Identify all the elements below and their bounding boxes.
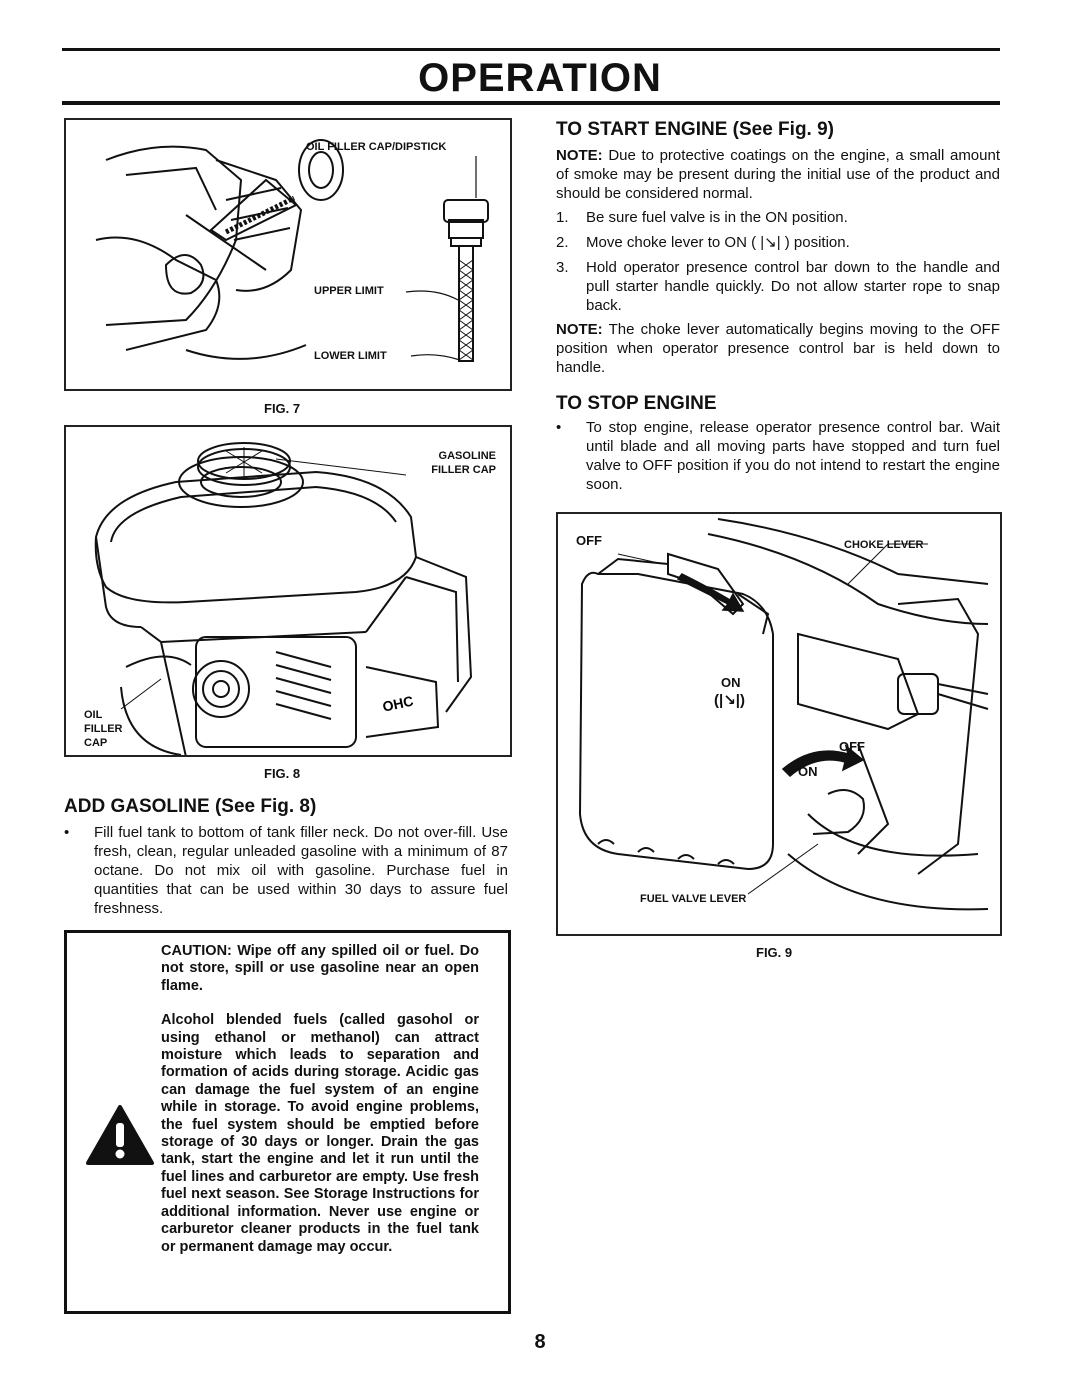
- add-gasoline-text: Fill fuel tank to bottom of tank filler …: [94, 824, 508, 917]
- callout-choke-on: ON: [721, 675, 741, 690]
- caution-text: CAUTION: Wipe off any spilled oil or fue…: [161, 943, 479, 1256]
- note-label: NOTE:: [556, 147, 603, 164]
- figure-8-caption: FIG. 8: [264, 766, 301, 781]
- callout-gasoline-line1: GASOLINE: [438, 450, 496, 462]
- start-engine-note-2: NOTE: The choke lever automatically begi…: [556, 320, 1000, 377]
- step-text: Hold operator presence control bar down …: [586, 259, 1000, 314]
- note-text: The choke lever automatically begins mov…: [556, 321, 1000, 376]
- engine-ohc-marking: OHC: [381, 693, 415, 715]
- caution-paragraph-1: CAUTION: Wipe off any spilled oil or fue…: [161, 943, 479, 994]
- start-step-2: 2. Move choke lever to ON ( |↘| ) positi…: [556, 233, 1000, 252]
- stop-engine-text: To stop engine, release operator presenc…: [586, 419, 1000, 493]
- step-number: 1.: [556, 209, 569, 226]
- start-step-3: 3. Hold operator presence control bar do…: [556, 258, 1000, 315]
- figure-7-drawing: [95, 139, 489, 362]
- figure-9-drawing: [578, 518, 989, 911]
- add-gasoline-heading: ADD GASOLINE (See Fig. 8): [64, 796, 317, 817]
- callout-oil-filler-cap-dipstick: OIL FILLER CAP/DIPSTICK: [306, 141, 447, 153]
- step-text: Be sure fuel valve is in the ON position…: [586, 209, 848, 226]
- callout-gasoline-line2: FILLER CAP: [431, 464, 496, 476]
- callout-fuel-off: OFF: [839, 739, 865, 754]
- callout-upper-limit: UPPER LIMIT: [314, 285, 384, 297]
- start-engine-note-1: NOTE: Due to protective coatings on the …: [556, 146, 1000, 203]
- callout-oil-filler-cap-line1: OIL: [84, 709, 103, 721]
- note-text: Due to protective coatings on the engine…: [556, 147, 1001, 202]
- title-underline: [62, 101, 1000, 105]
- callout-lower-limit: LOWER LIMIT: [314, 350, 387, 362]
- figure-9-choke-fuel: OFF CHOKE LEVER ON (|↘|) OFF ON FUEL VAL…: [556, 512, 1002, 936]
- add-gasoline-bullet: • Fill fuel tank to bottom of tank fille…: [64, 823, 508, 918]
- callout-choke-off: OFF: [576, 533, 602, 548]
- caution-paragraph-2: Alcohol blended fuels (called gasohol or…: [161, 1012, 479, 1255]
- callout-fuel-valve-lever: FUEL VALVE LEVER: [640, 893, 747, 905]
- figure-8-engine: OHC GASOLINE FILLER CAP OIL FILLER CAP: [64, 425, 512, 757]
- stop-engine-heading: TO STOP ENGINE: [556, 393, 717, 414]
- note-label: NOTE:: [556, 321, 603, 338]
- page-title: OPERATION: [418, 56, 662, 100]
- figure-7-oil-dipstick: OIL FILLER CAP/DIPSTICK UPPER LIMIT LOWE…: [64, 118, 512, 391]
- figure-8-drawing: OHC: [94, 442, 473, 755]
- callout-choke-lever: CHOKE LEVER: [844, 539, 924, 551]
- figure-7-caption: FIG. 7: [264, 401, 301, 416]
- callout-oil-filler-cap-line3: CAP: [84, 737, 108, 749]
- bullet-dot: •: [556, 419, 562, 436]
- start-step-1: 1. Be sure fuel valve is in the ON posit…: [556, 208, 1000, 227]
- warning-icon: [86, 1105, 154, 1165]
- figure-9-caption: FIG. 9: [756, 945, 793, 960]
- caution-box: CAUTION: Wipe off any spilled oil or fue…: [64, 930, 511, 1314]
- bullet-dot: •: [64, 824, 70, 841]
- step-number: 2.: [556, 234, 569, 251]
- callout-choke-on-symbol: (|↘|): [714, 692, 745, 709]
- step-number: 3.: [556, 259, 569, 276]
- step-text: Move choke lever to ON ( |↘| ) position.: [586, 234, 850, 251]
- callout-fuel-on: ON: [798, 764, 818, 779]
- stop-engine-bullet: • To stop engine, release operator prese…: [556, 418, 1000, 494]
- page-number: 8: [534, 1331, 546, 1353]
- start-engine-heading: TO START ENGINE (See Fig. 9): [556, 119, 834, 140]
- top-rule: [62, 48, 1000, 51]
- callout-oil-filler-cap-line2: FILLER: [84, 723, 123, 735]
